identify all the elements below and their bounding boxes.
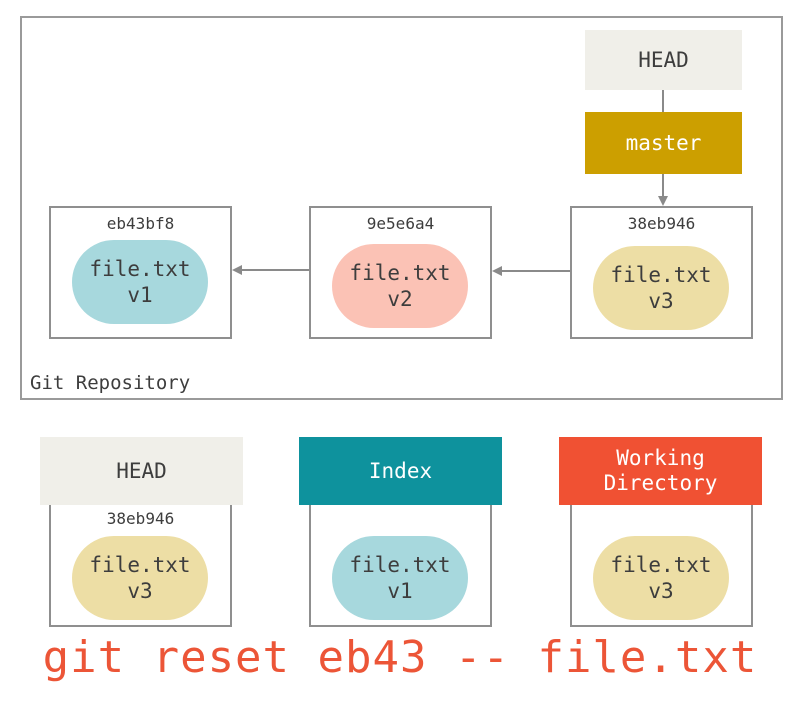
file-blob: file.txt v1 <box>72 240 208 324</box>
working-directory-file-blob: file.txt v3 <box>593 536 729 620</box>
file-name: file.txt <box>349 261 451 285</box>
working-directory-tree-header: Working Directory <box>559 437 762 505</box>
master-branch-ref: master <box>585 112 742 174</box>
head-commit-id: 38eb946 <box>106 509 175 528</box>
file-blob: file.txt v2 <box>332 244 468 328</box>
index-file-blob: file.txt v1 <box>332 536 468 620</box>
git-repository-frame <box>20 16 783 400</box>
file-name: file.txt <box>610 553 712 577</box>
index-tree-header: Index <box>299 437 502 505</box>
file-version: v3 <box>127 579 153 603</box>
commit-38eb946: 38eb946 file.txt v3 <box>570 206 753 339</box>
working-directory-tree-box: file.txt v3 <box>570 505 753 627</box>
file-name: file.txt <box>349 553 451 577</box>
file-version: v2 <box>387 287 413 311</box>
file-version: v3 <box>648 579 674 603</box>
head-tree-header: HEAD <box>40 437 243 505</box>
commit-eb43bf8: eb43bf8 file.txt v1 <box>49 206 232 339</box>
file-name: file.txt <box>89 257 191 281</box>
working-directory-label-line2: Directory <box>603 471 718 495</box>
file-version: v1 <box>387 579 413 603</box>
file-blob: file.txt v3 <box>593 246 729 330</box>
git-command: git reset eb43 -- file.txt <box>42 632 758 683</box>
head-tree-box: 38eb946 file.txt v3 <box>49 505 232 627</box>
commit-id: 9e5e6a4 <box>366 214 435 233</box>
head-file-blob: file.txt v3 <box>72 536 208 620</box>
working-directory-label-line1: Working <box>616 446 705 470</box>
commit-9e5e6a4: 9e5e6a4 file.txt v2 <box>309 206 492 339</box>
repo-head-ref: HEAD <box>585 30 742 90</box>
commit-id: 38eb946 <box>627 214 696 233</box>
commit-id: eb43bf8 <box>106 214 175 233</box>
file-version: v1 <box>127 283 153 307</box>
git-repository-label: Git Repository <box>30 372 191 394</box>
file-version: v3 <box>648 289 674 313</box>
file-name: file.txt <box>89 553 191 577</box>
file-name: file.txt <box>610 263 712 287</box>
index-tree-box: file.txt v1 <box>309 505 492 627</box>
